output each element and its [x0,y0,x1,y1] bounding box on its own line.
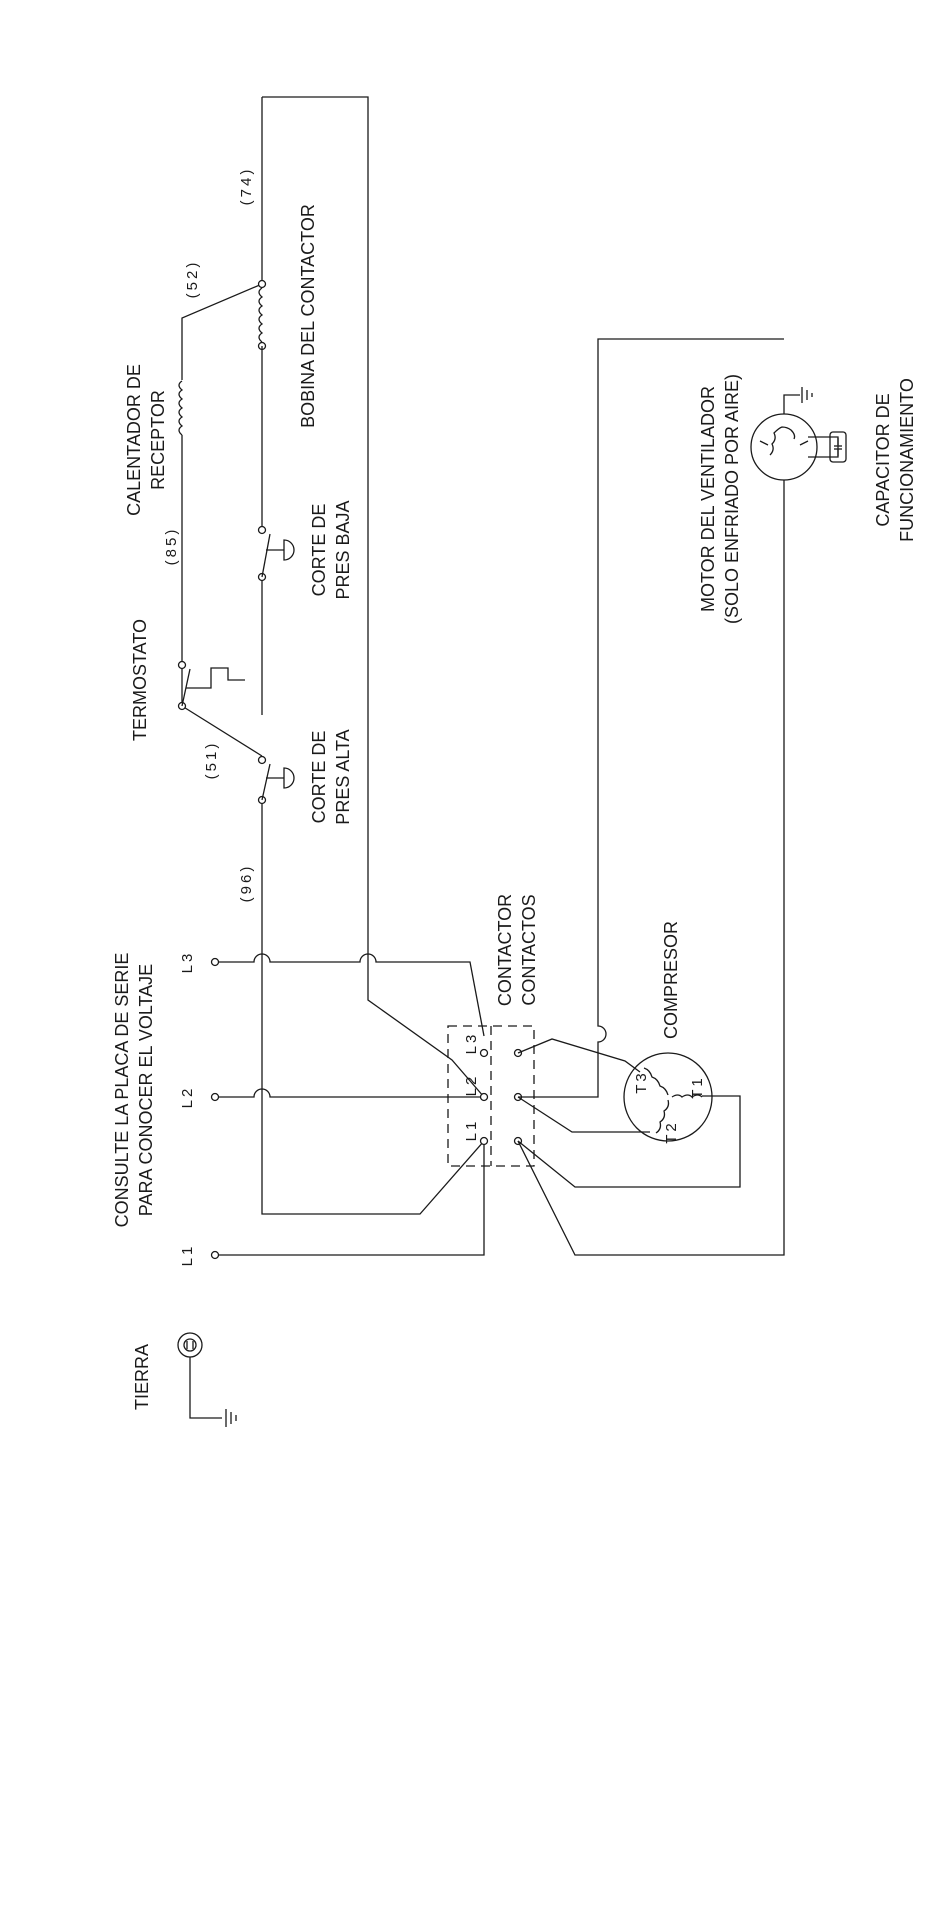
label-capacitor-1: CAPACITOR DE [873,393,893,526]
compressor-wiring [517,338,785,1256]
label-contact-l3: L3 [463,1032,480,1055]
label-capacitor-2: FUNCIONAMIENTO [897,378,917,542]
label-motor-2: (SOLO ENFRIADO POR AIRE) [722,374,742,624]
label-motor-1: MOTOR DEL VENTILADOR [698,386,718,612]
label-wire-51: (51) [203,741,220,780]
label-corte-baja-2: PRES BAJA [333,500,353,599]
label-termostato: TERMOSTATO [130,619,150,741]
label-wire-52: (52) [184,260,201,299]
supply-lines [219,953,485,1256]
high-pressure-switch [257,755,295,805]
label-wire-96: (96) [238,864,255,903]
label-corte-alta-2: PRES ALTA [333,729,353,824]
label-wire-74: (74) [238,167,255,206]
label-corte-alta-1: CORTE DE [309,731,329,824]
label-bobina: BOBINA DEL CONTACTOR [298,204,318,428]
fan-ground-icon [783,387,813,414]
label-calentador-2: RECEPTOR [148,390,168,490]
label-contact-l2: L2 [463,1074,480,1097]
ground-terminal [177,1332,222,1419]
label-contact-l1: L1 [463,1119,480,1142]
label-l2: L2 [179,1086,196,1109]
low-pressure-switch [257,525,295,582]
contactor-contacts [479,1048,523,1146]
contactor-coil [257,279,267,351]
run-capacitor [808,431,847,463]
label-corte-baja-1: CORTE DE [309,504,329,597]
label-consulte-2: PARA CONOCER EL VOLTAJE [136,964,156,1216]
contactor-box [447,1025,535,1167]
label-compresor: COMPRESOR [661,921,681,1039]
label-tierra: TIERRA [132,1344,152,1410]
label-t3: T3 [633,1070,650,1094]
receiver-heater [178,380,184,436]
label-consulte-1: CONSULTE LA PLACA DE SERIE [112,953,132,1228]
label-contactor: CONTACTOR [495,894,515,1006]
label-wire-85: (85) [163,527,180,566]
label-l3: L3 [179,951,196,974]
ground-icon [225,1409,237,1427]
label-t1: T1 [689,1075,706,1099]
compressor-motor [623,1052,713,1142]
control-circuit [181,96,369,962]
label-calentador-1: CALENTADOR DE [124,364,144,516]
label-l1: L1 [179,1244,196,1267]
fan-motor [750,413,818,481]
supply-terminals [210,957,220,1260]
label-contactos: CONTACTOS [519,894,539,1005]
thermostat [177,660,245,711]
label-t2: T2 [663,1120,680,1144]
